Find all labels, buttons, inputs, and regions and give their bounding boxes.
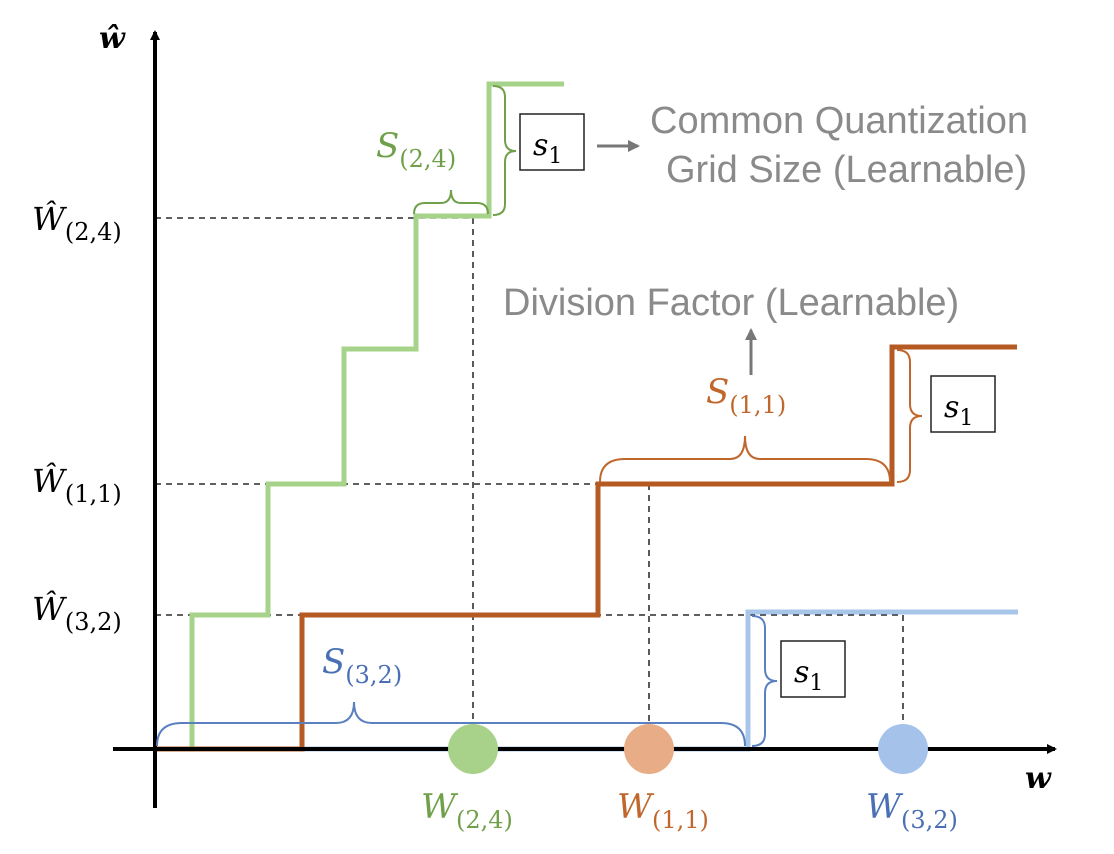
point-w24-dot: [448, 724, 498, 774]
common-grid-callout-line2: Grid Size (Learnable): [666, 149, 1027, 191]
green-step-label: S(2,4): [376, 126, 456, 173]
svg-text:s1: s1: [533, 128, 562, 169]
point-w11-label: W(1,1): [617, 787, 709, 834]
brown-step-label: S(1,1): [706, 372, 786, 419]
brown-step-brace: [599, 435, 891, 483]
y-axis-label: ŵ: [99, 21, 126, 56]
green-grid-brace: [492, 85, 517, 216]
point-w11-dot: [624, 724, 674, 774]
green-step-function: [189, 81, 564, 749]
grid-size-box-blue: s1: [780, 640, 846, 698]
green-step-brace: [413, 189, 489, 215]
division-factor-callout: Division Factor (Learnable): [503, 282, 959, 324]
y-tick-w11: Ŵ(1,1): [32, 462, 122, 508]
point-w24-label: W(2,4): [421, 787, 513, 834]
brown-grid-brace: [896, 349, 923, 483]
common-grid-callout-line1: Common Quantization: [650, 100, 1028, 142]
blue-step-brace: [156, 701, 746, 747]
point-w32-dot: [878, 724, 928, 774]
blue-step-function: [155, 609, 1018, 752]
y-tick-w32: Ŵ(3,2): [32, 590, 122, 636]
grid-size-box-green: s1: [519, 113, 585, 171]
y-tick-w24: Ŵ(2,4): [32, 200, 122, 246]
svg-text:s1: s1: [944, 390, 973, 431]
svg-text:s1: s1: [794, 655, 823, 696]
point-w32-label: W(3,2): [866, 787, 958, 834]
grid-size-box-brown: s1: [930, 375, 996, 433]
blue-grid-brace: [751, 615, 778, 747]
x-axis-label: w: [1025, 761, 1052, 796]
blue-step-label: S(3,2): [322, 642, 402, 689]
brown-step-function: [155, 344, 1017, 752]
